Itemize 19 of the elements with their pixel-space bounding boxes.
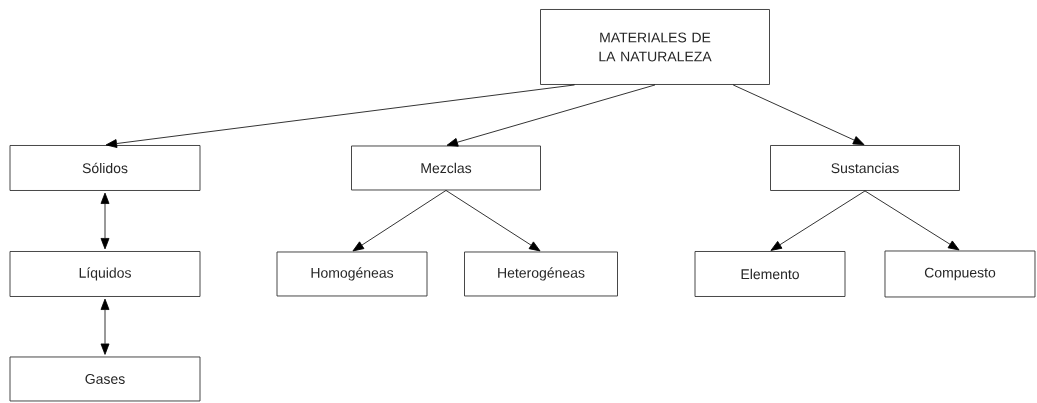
- arrow: [732, 84, 865, 145]
- concept-box: Gases: [9, 356, 201, 402]
- concept-box: Homogéneas: [276, 251, 428, 297]
- concept-box: Compuesto: [884, 250, 1036, 298]
- arrow: [105, 84, 575, 148]
- concept-box: Sustancias: [770, 145, 960, 191]
- arrow: [100, 298, 110, 355]
- arrow: [100, 192, 110, 250]
- concept-box: Líquidos: [9, 251, 201, 297]
- concept-box: Elemento: [694, 251, 846, 297]
- arrow: [445, 190, 541, 252]
- arrow: [864, 190, 960, 251]
- concept-box: Mezclas: [351, 145, 541, 191]
- concept-box: Sólidos: [9, 145, 201, 191]
- arrow: [352, 190, 447, 252]
- concept-box: Heterogéneas: [464, 251, 618, 297]
- arrow: [446, 84, 656, 147]
- arrow: [770, 190, 866, 251]
- concept-box: MATERIALES DE LA NATURALEZA: [540, 9, 770, 85]
